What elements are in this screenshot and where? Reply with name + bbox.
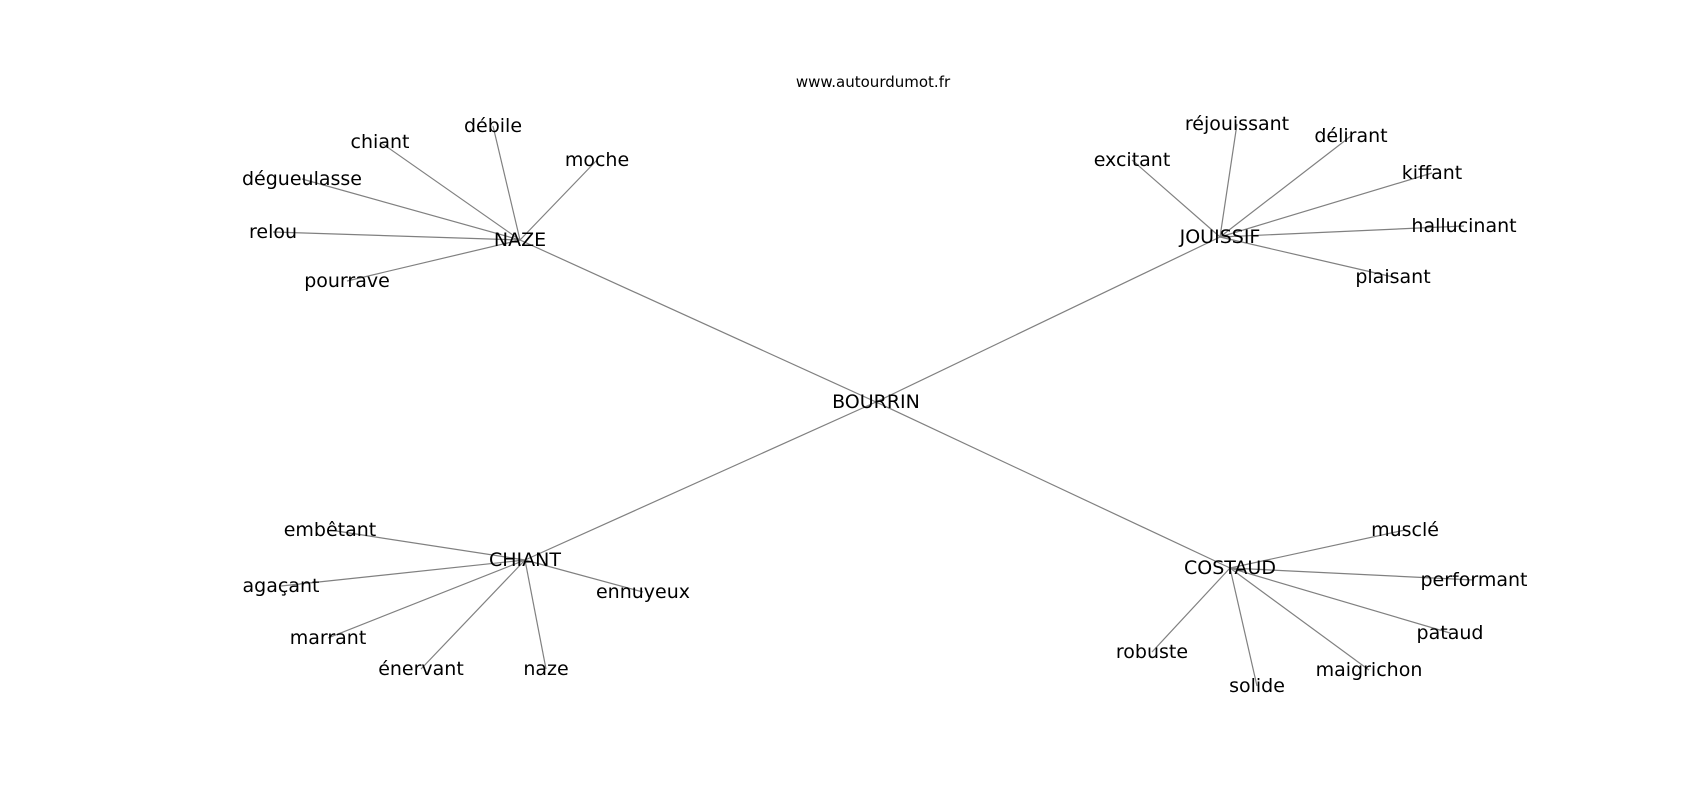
edge-naze-debile [492,125,521,241]
leaf-node-kiffant[interactable]: kiffant [1402,162,1463,184]
edge-costaud-pataud [1229,567,1451,634]
edge-naze-relou [272,231,521,241]
leaf-node-solide[interactable]: solide [1229,675,1285,697]
node-labels: BOURRIN NAZE débile chiant moche dégueulasse r… [242,113,1528,697]
leaf-node-pourrave[interactable]: pourrave [304,270,390,292]
leaf-node-hallucinant[interactable]: hallucinant [1411,215,1516,237]
hub-node-naze[interactable]: NAZE [494,229,546,251]
edge-naze-degueulasse [301,178,521,241]
edge-chiant-agacant [280,559,526,587]
edge-root-chiant [524,401,877,561]
leaf-node-naze[interactable]: naze [523,658,568,680]
leaf-node-performant[interactable]: performant [1421,569,1528,591]
leaf-node-rejouissant[interactable]: réjouissant [1185,113,1289,135]
edge-costaud-maigrichon [1229,567,1370,671]
edge-costaud-solide [1229,567,1258,687]
edge-jouissif-kiffant [1219,172,1433,238]
leaf-node-maigrichon[interactable]: maigrichon [1316,659,1423,681]
edge-jouissif-delirant [1219,135,1352,238]
leaf-node-muscle[interactable]: musclé [1371,519,1439,541]
edge-naze-moche [519,159,598,241]
leaf-node-delirant[interactable]: délirant [1314,125,1387,147]
leaf-node-chiant[interactable]: chiant [351,131,410,153]
hub-node-chiant[interactable]: CHIANT [489,549,561,571]
edge-root-costaud [875,401,1231,569]
edge-costaud-muscle [1229,529,1406,569]
leaf-node-relou[interactable]: relou [249,221,297,243]
leaf-node-plaisant[interactable]: plaisant [1355,266,1430,288]
edge-chiant-marrant [327,559,526,639]
edge-costaud-robuste [1151,567,1231,653]
edge-chiant-enervant [420,559,526,670]
edge-jouissif-rejouissant [1219,123,1238,238]
leaf-node-agacant[interactable]: agaçant [243,575,320,597]
edge-costaud-performant [1229,567,1475,581]
edges [272,123,1475,687]
edge-chiant-ennuyeux [524,559,644,593]
edge-root-naze [519,239,877,403]
edge-jouissif-excitant [1131,159,1221,238]
edge-jouissif-plaisant [1219,236,1394,278]
edge-root-jouissif [875,236,1221,403]
root-node-label[interactable]: BOURRIN [832,391,920,413]
edge-jouissif-hallucinant [1219,225,1465,238]
leaf-node-moche[interactable]: moche [565,149,629,171]
leaf-node-pataud[interactable]: pataud [1417,622,1484,644]
leaf-node-robuste[interactable]: robuste [1116,641,1188,663]
leaf-node-enervant[interactable]: énervant [378,658,464,680]
leaf-node-excitant[interactable]: excitant [1094,149,1171,171]
hub-node-jouissif[interactable]: JOUISSIF [1179,226,1261,248]
edge-chiant-naze [524,559,547,670]
edge-naze-chiant [379,141,521,241]
leaf-node-embetant[interactable]: embêtant [284,519,377,541]
hub-node-costaud[interactable]: COSTAUD [1184,557,1276,579]
leaf-node-degueulasse[interactable]: dégueulasse [242,168,362,190]
site-credit: www.autourdumot.fr [796,73,951,91]
leaf-node-debile[interactable]: débile [464,115,522,137]
edge-naze-pourrave [346,239,521,282]
leaf-node-ennuyeux[interactable]: ennuyeux [596,581,690,603]
leaf-node-marrant[interactable]: marrant [290,627,367,649]
edge-chiant-embetant [329,529,526,561]
